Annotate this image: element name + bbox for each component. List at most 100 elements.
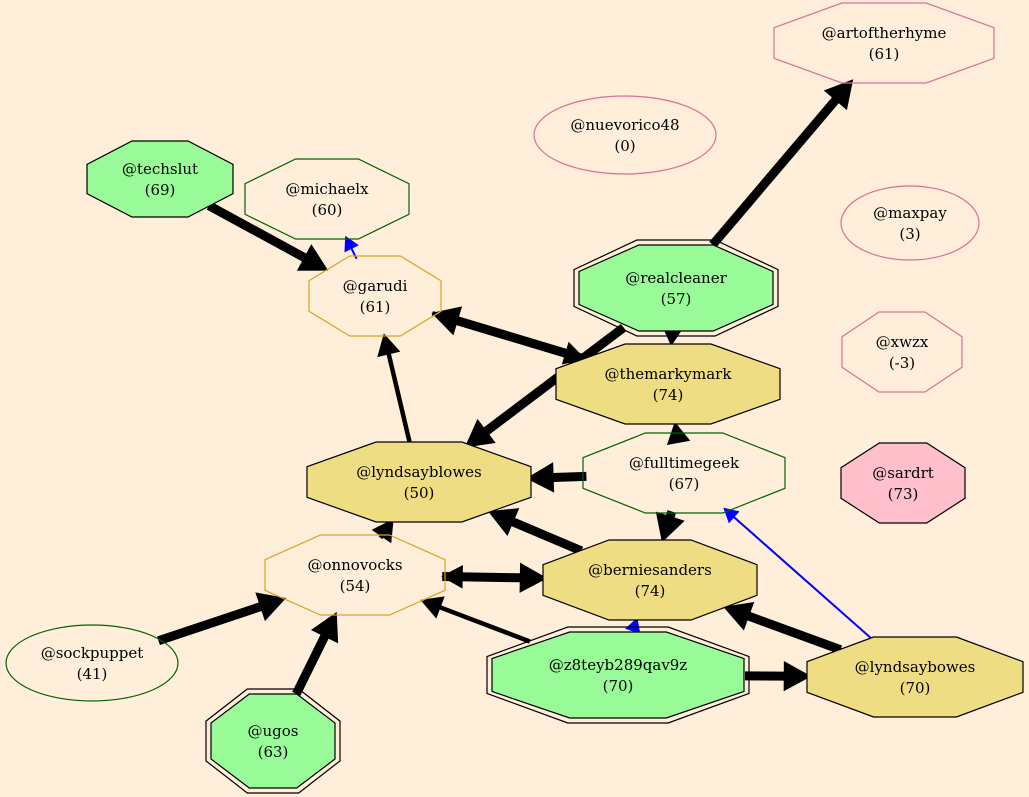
node-name: @z8teyb289qav9z xyxy=(549,656,688,674)
edge-line xyxy=(665,510,677,519)
edge-line xyxy=(733,516,876,642)
node-shape xyxy=(582,432,786,514)
arrowhead-icon xyxy=(464,418,496,448)
node-name: @sardrt xyxy=(872,464,934,482)
node-outer-border xyxy=(486,626,750,724)
arrowhead-icon xyxy=(488,508,520,536)
node-shape xyxy=(773,2,995,84)
node-techslut[interactable]: @techslut (69) xyxy=(86,140,234,218)
node-name: @maxpay xyxy=(873,204,947,222)
node-score: (57) xyxy=(661,290,692,308)
edge-line xyxy=(462,574,547,581)
node-michaelx[interactable]: @michaelx (60) xyxy=(244,158,410,240)
arrowhead-icon xyxy=(431,306,463,336)
node-name: @michaelx xyxy=(285,180,369,198)
node-shape xyxy=(244,158,410,240)
edge-berniesanders-to-onnovocks xyxy=(441,564,547,589)
node-score: (0) xyxy=(614,137,635,155)
edge-ugos-to-onnovocks xyxy=(292,611,339,696)
node-shape xyxy=(306,441,532,523)
node-score: (61) xyxy=(869,45,900,63)
node-realcleaner[interactable]: @realcleaner(57) xyxy=(573,239,779,337)
arrowhead-icon xyxy=(783,660,812,692)
edge-realcleaner-to-artoftherhyme xyxy=(709,79,854,248)
node-shape xyxy=(5,624,179,702)
node-fulltimegeek[interactable]: @fulltimegeek(67) xyxy=(582,432,786,514)
arrowhead-icon xyxy=(526,462,555,493)
edge-z8teyb289qav9z-to-onnovocks xyxy=(420,596,531,644)
arrowhead-icon xyxy=(723,602,755,631)
node-outer-border xyxy=(573,239,779,337)
node-outer-border xyxy=(205,688,341,794)
node-score: (54) xyxy=(340,577,371,595)
node-shape xyxy=(308,255,442,337)
node-name: @fulltimegeek xyxy=(629,454,740,472)
arrowhead-icon xyxy=(344,235,359,253)
edge-line xyxy=(455,316,587,364)
edge-fulltimegeek-to-berniesanders xyxy=(655,510,685,543)
edge-berniesanders-to-lyndsayblowes xyxy=(488,508,584,556)
node-artoftherhyme[interactable]: @artoftherhyme (61) xyxy=(773,2,995,84)
node-score: (60) xyxy=(312,201,343,219)
edge-onnovocks-to-lyndsayblowes xyxy=(371,518,394,544)
arrowhead-icon xyxy=(823,79,854,111)
node-score: (3) xyxy=(899,225,920,243)
node-name: @xwzx xyxy=(876,333,929,351)
node-sockpuppet[interactable]: @sockpuppet(41) xyxy=(5,624,179,702)
node-shape xyxy=(840,442,966,524)
node-lyndsaybowes[interactable]: @lyndsaybowes (70) xyxy=(806,636,1024,718)
node-name: @artoftherhyme xyxy=(822,24,947,42)
edge-techslut-to-garudi xyxy=(206,201,329,271)
node-score: (73) xyxy=(888,485,919,503)
edge-line xyxy=(552,471,587,482)
edge-line xyxy=(511,517,584,556)
node-name: @themarkymark xyxy=(605,365,733,383)
node-nuevorico48[interactable]: @nuevorico48 (0) xyxy=(533,95,717,175)
node-score: (-3) xyxy=(889,354,915,372)
arrowhead-icon xyxy=(371,518,394,544)
edge-lyndsayblowes-to-garudi xyxy=(377,333,413,444)
node-shape xyxy=(578,244,774,332)
node-shape xyxy=(841,311,963,393)
node-shape xyxy=(491,631,745,719)
node-garudi[interactable]: @garudi(61) xyxy=(308,255,442,337)
node-name: @lyndsaybowes xyxy=(855,658,976,676)
edge-z8teyb289qav9z-to-lyndsaybowes xyxy=(745,660,812,692)
node-shape xyxy=(806,636,1024,718)
node-ugos[interactable]: @ugos(63) xyxy=(205,688,341,794)
edge-line xyxy=(386,353,413,444)
node-maxpay[interactable]: @maxpay (3) xyxy=(840,185,980,261)
node-name: @berniesanders xyxy=(588,561,712,579)
node-name: @nuevorico48 xyxy=(570,116,679,134)
node-lyndsayblowes[interactable]: @lyndsayblowes(50) xyxy=(306,441,532,523)
node-onnovocks[interactable]: @onnovocks(54) xyxy=(264,534,446,616)
arrowhead-icon xyxy=(310,611,339,644)
node-score: (63) xyxy=(258,743,289,761)
node-score: (74) xyxy=(653,386,684,404)
node-shape xyxy=(264,534,446,616)
node-score: (70) xyxy=(603,677,634,695)
edge-line xyxy=(439,605,531,644)
node-score: (74) xyxy=(635,582,666,600)
node-xwzx[interactable]: @xwzx (-3) xyxy=(841,311,963,393)
node-shape xyxy=(840,185,980,261)
node-shape xyxy=(533,95,717,175)
node-sardrt[interactable]: @sardrt (73) xyxy=(840,442,966,524)
node-themarkymark[interactable]: @themarkymark (74) xyxy=(555,343,781,425)
arrowhead-icon xyxy=(441,564,463,589)
node-shape xyxy=(210,693,336,789)
node-berniesanders[interactable]: @berniesanders (74) xyxy=(542,539,758,621)
arrowhead-icon xyxy=(296,244,329,271)
edge-line xyxy=(157,602,263,646)
edge-line xyxy=(350,247,358,260)
node-name: @garudi xyxy=(343,277,408,295)
node-score: (70) xyxy=(900,679,931,697)
node-z8teyb289qav9z[interactable]: @z8teyb289qav9z (70) xyxy=(486,626,750,724)
arrowhead-icon xyxy=(377,333,401,358)
edge-realcleaner-to-lyndsayblowes xyxy=(464,323,627,448)
node-score: (69) xyxy=(145,181,176,199)
edge-themarkymark-to-garudi xyxy=(431,306,587,364)
arrowhead-icon xyxy=(625,617,641,634)
node-name: @techslut xyxy=(122,160,198,178)
